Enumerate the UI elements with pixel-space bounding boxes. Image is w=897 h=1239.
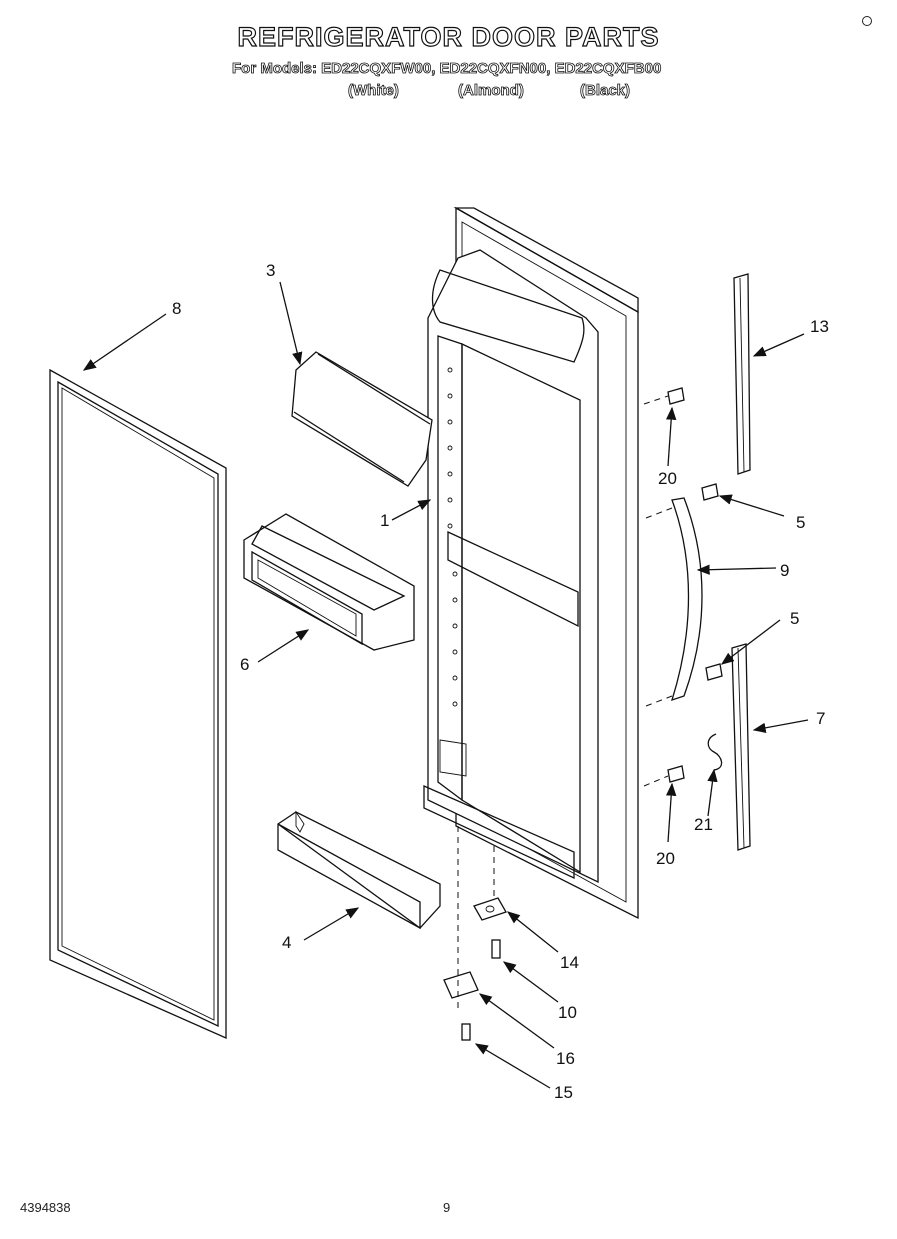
alignment-dashed-lines <box>457 395 673 1010</box>
part-door-gasket <box>49 368 227 1039</box>
page-number: 9 <box>443 1200 451 1215</box>
document-number: 4394838 <box>20 1200 71 1215</box>
part-shelf-rail <box>277 810 441 930</box>
callout-14: 14 <box>560 953 579 972</box>
variant-almond: (Almond) <box>458 82 525 100</box>
part-door-handle <box>670 497 703 702</box>
corner-circle-mark <box>862 16 872 26</box>
part-dairy-door <box>291 351 433 487</box>
callout-21: 21 <box>694 815 713 834</box>
callout-16: 16 <box>556 1049 575 1068</box>
part-screws <box>667 387 723 783</box>
callout-4: 4 <box>282 933 291 952</box>
callout-5-upper: 5 <box>796 513 805 532</box>
callout-3: 3 <box>266 261 275 280</box>
shelf-peg-holes <box>447 367 458 707</box>
callout-1: 1 <box>380 511 389 530</box>
callout-5-lower: 5 <box>790 609 799 628</box>
models-line: For Models: ED22CQXFW00, ED22CQXFN00, ED… <box>232 60 662 78</box>
part-door-bin <box>243 513 415 651</box>
callout-10: 10 <box>558 1003 577 1022</box>
part-trim-strip-13 <box>733 273 751 475</box>
leader-lines <box>82 281 809 1089</box>
callout-6: 6 <box>240 655 249 674</box>
part-hinge-assembly <box>443 897 507 1041</box>
callout-20-upper: 20 <box>658 469 677 488</box>
page-title: REFRIGERATOR DOOR PARTS <box>237 21 660 52</box>
part-door-assembly <box>423 206 639 920</box>
callout-8: 8 <box>172 299 181 318</box>
variant-black: (Black) <box>580 82 631 100</box>
part-trim-strip-7 <box>731 643 751 851</box>
callout-9: 9 <box>780 561 789 580</box>
callout-15: 15 <box>554 1083 573 1102</box>
callout-13: 13 <box>810 317 829 336</box>
callout-7: 7 <box>816 709 825 728</box>
callout-20-lower: 20 <box>656 849 675 868</box>
variant-white: (White) <box>348 82 400 100</box>
